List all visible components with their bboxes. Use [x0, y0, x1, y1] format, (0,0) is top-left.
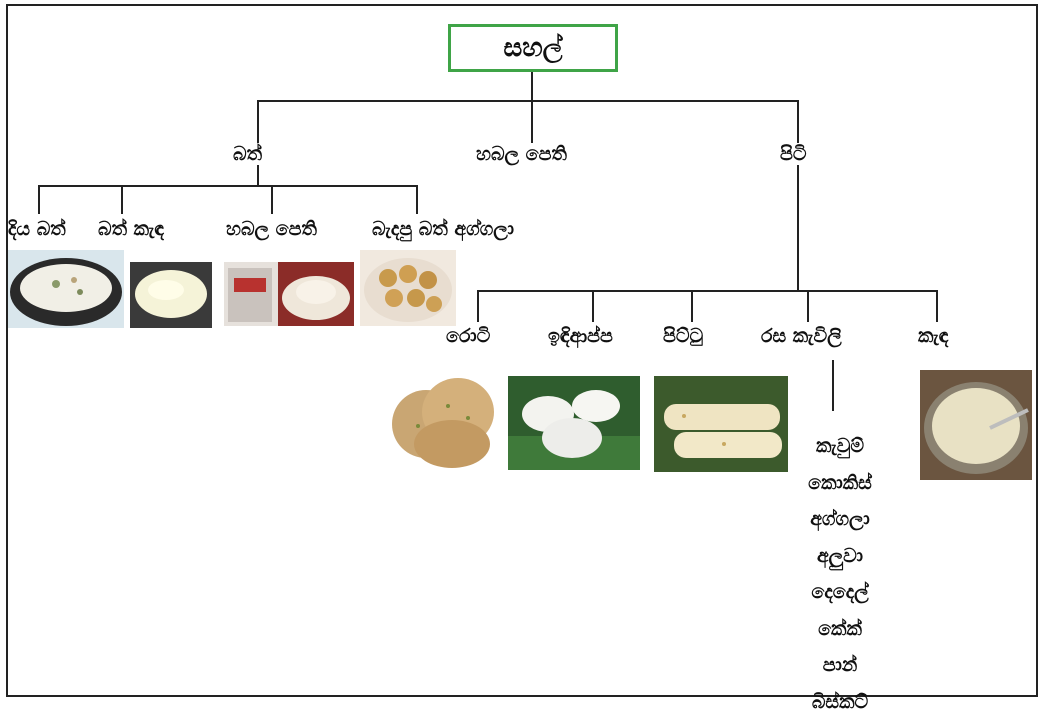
photo-bath-kanda — [130, 262, 212, 328]
list-item: දෙදෙල් — [790, 574, 890, 611]
list-item: කේක් — [790, 611, 890, 648]
node-bath-kanda: බත් කැඳ — [98, 218, 164, 240]
root-node: සහල් — [448, 24, 618, 72]
node-roti: රොටි — [446, 325, 490, 347]
photo-roti — [388, 372, 502, 472]
list-item: පාන් — [790, 647, 890, 684]
photo-diya-bath — [8, 250, 124, 328]
connector-lines — [0, 0, 1048, 703]
rasa-kavili-list: කැවුම් කොකිස් අග්ගලා අලුවා දෙදෙල් කේක් ප… — [790, 428, 890, 720]
list-item: අලුවා — [790, 538, 890, 575]
node-pittu: පිට්ටු — [663, 325, 703, 347]
node-idiappa: ඉඳිආප්ප — [548, 325, 613, 347]
node-kanda: කැඳ — [918, 325, 948, 347]
list-item: කොකිස් — [790, 465, 890, 502]
photo-pittu — [654, 376, 788, 472]
node-bath: බත් — [233, 143, 262, 165]
list-item: බිස්කට් — [790, 684, 890, 720]
photo-idiappa — [508, 376, 640, 470]
node-bedapu-bath-aggala: බැදපු බත් අග්ගලා — [372, 218, 514, 240]
node-rasa-kavili: රස කැවිලි — [761, 325, 842, 347]
photo-kanda — [920, 370, 1032, 480]
list-item: කැවුම් — [790, 428, 890, 465]
photo-habala-pethi — [224, 262, 354, 326]
node-habala-pethi: හබල පෙති — [476, 143, 567, 165]
node-habala-pethi-2: හබල පෙති — [226, 218, 317, 240]
list-item: අග්ගලා — [790, 501, 890, 538]
node-diya-bath: දිය බත් — [8, 218, 66, 240]
node-piti: පිටි — [780, 143, 807, 165]
photo-bedapu-bath-aggala — [360, 250, 456, 326]
